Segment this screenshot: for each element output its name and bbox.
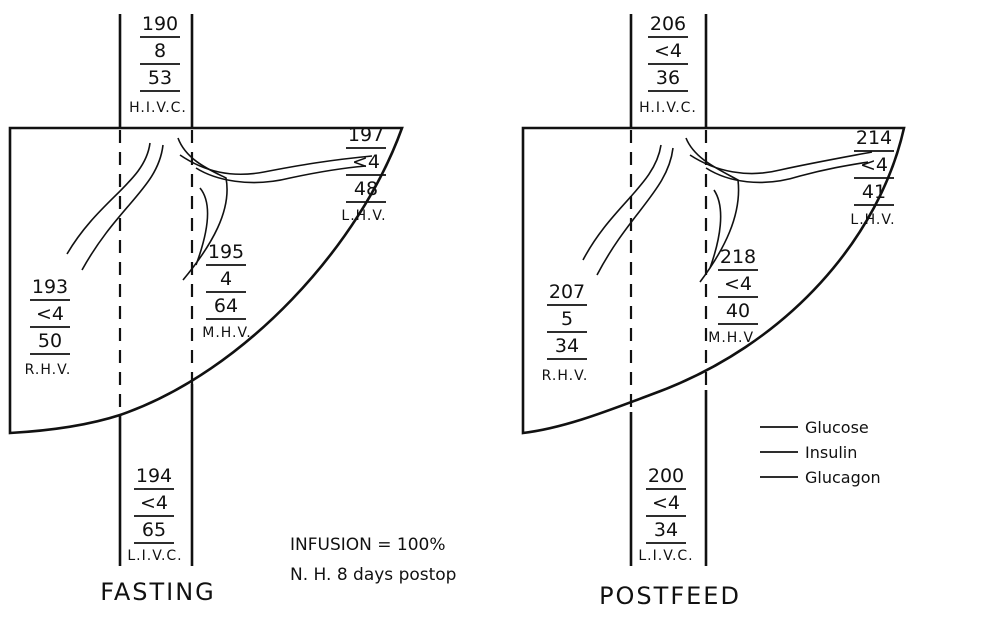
livc-values: 194 <4 65 L.I.V.C. (127, 465, 182, 564)
livc-glucagon: 65 (142, 519, 166, 541)
rhv-values: 193 <4 50 R.H.V. (25, 276, 72, 378)
rhv-glucagon: 34 (555, 335, 579, 357)
hivc-glucagon: 53 (148, 67, 172, 89)
livc-label: L.I.V.C. (127, 548, 182, 564)
left-hepatic-vein-wall (180, 155, 372, 174)
fasting-title: FASTING (100, 578, 216, 606)
livc-insulin: <4 (652, 492, 680, 514)
rhv-insulin: <4 (36, 303, 64, 325)
lhv-label: L.H.V. (341, 208, 386, 224)
fasting-panel: 190 8 53 H.I.V.C. 197 <4 48 L.H.V. 195 4… (10, 13, 402, 606)
livc-glucose: 194 (136, 465, 172, 487)
hivc-glucagon: 36 (656, 67, 680, 89)
hivc-glucose: 190 (142, 13, 178, 35)
livc-glucose: 200 (648, 465, 684, 487)
right-hepatic-vein-wall (597, 148, 673, 275)
mhv-glucose: 195 (208, 241, 244, 263)
mhv-glucagon: 64 (214, 295, 238, 317)
legend-glucose-label: Glucose (805, 418, 869, 437)
lhv-values: 214 <4 41 L.H.V. (850, 127, 895, 228)
lhv-insulin: <4 (352, 151, 380, 173)
right-hepatic-vein-wall (82, 145, 163, 270)
livc-glucagon: 34 (654, 519, 678, 541)
mhv-values: 195 4 64 M.H.V. (202, 241, 251, 341)
rhv-label: R.H.V. (542, 368, 589, 384)
rhv-glucose: 207 (549, 281, 585, 303)
infusion-line: INFUSION = 100% (290, 535, 446, 555)
rhv-label: R.H.V. (25, 362, 72, 378)
livc-insulin: <4 (140, 492, 168, 514)
livc-values: 200 <4 34 L.I.V.C. (638, 465, 693, 564)
patient-line: N. H. 8 days postop (290, 565, 456, 585)
mhv-insulin: 4 (220, 268, 232, 290)
rhv-values: 207 5 34 R.H.V. (542, 281, 589, 384)
mhv-label: M.H.V. (708, 330, 757, 346)
lhv-insulin: <4 (860, 154, 888, 176)
hivc-values: 206 <4 36 H.I.V.C. (639, 13, 697, 116)
hivc-insulin: <4 (654, 40, 682, 62)
postfeed-panel: 206 <4 36 H.I.V.C. 214 <4 41 L.H.V. 218 … (523, 13, 904, 610)
lhv-glucose: 214 (856, 127, 892, 149)
livc-label: L.I.V.C. (638, 548, 693, 564)
postfeed-title: POSTFEED (599, 582, 741, 610)
rhv-insulin: 5 (561, 308, 573, 330)
lhv-glucose: 197 (348, 124, 384, 146)
mhv-glucagon: 40 (726, 300, 750, 322)
hivc-label: H.I.V.C. (129, 100, 187, 116)
lhv-label: L.H.V. (850, 212, 895, 228)
mhv-glucose: 218 (720, 246, 756, 268)
legend: Glucose Insulin Glucagon (760, 418, 881, 487)
middle-hepatic-vein-wall (196, 188, 208, 265)
legend-glucagon-label: Glucagon (805, 468, 881, 487)
lhv-values: 197 <4 48 L.H.V. (341, 124, 386, 224)
hivc-values: 190 8 53 H.I.V.C. (129, 13, 187, 116)
left-hepatic-vein-wall (690, 152, 872, 174)
infusion-note: INFUSION = 100% N. H. 8 days postop (290, 535, 456, 585)
rhv-glucagon: 50 (38, 330, 62, 352)
legend-insulin-label: Insulin (805, 443, 857, 462)
lhv-glucagon: 48 (354, 178, 378, 200)
right-hepatic-vein-wall (583, 145, 661, 260)
mhv-values: 218 <4 40 M.H.V. (708, 246, 758, 346)
hivc-label: H.I.V.C. (639, 100, 697, 116)
mhv-label: M.H.V. (202, 325, 251, 341)
lhv-glucagon: 41 (862, 181, 886, 203)
hivc-glucose: 206 (650, 13, 686, 35)
hivc-insulin: 8 (154, 40, 166, 62)
mhv-insulin: <4 (724, 273, 752, 295)
right-hepatic-vein-wall (67, 143, 150, 254)
rhv-glucose: 193 (32, 276, 68, 298)
